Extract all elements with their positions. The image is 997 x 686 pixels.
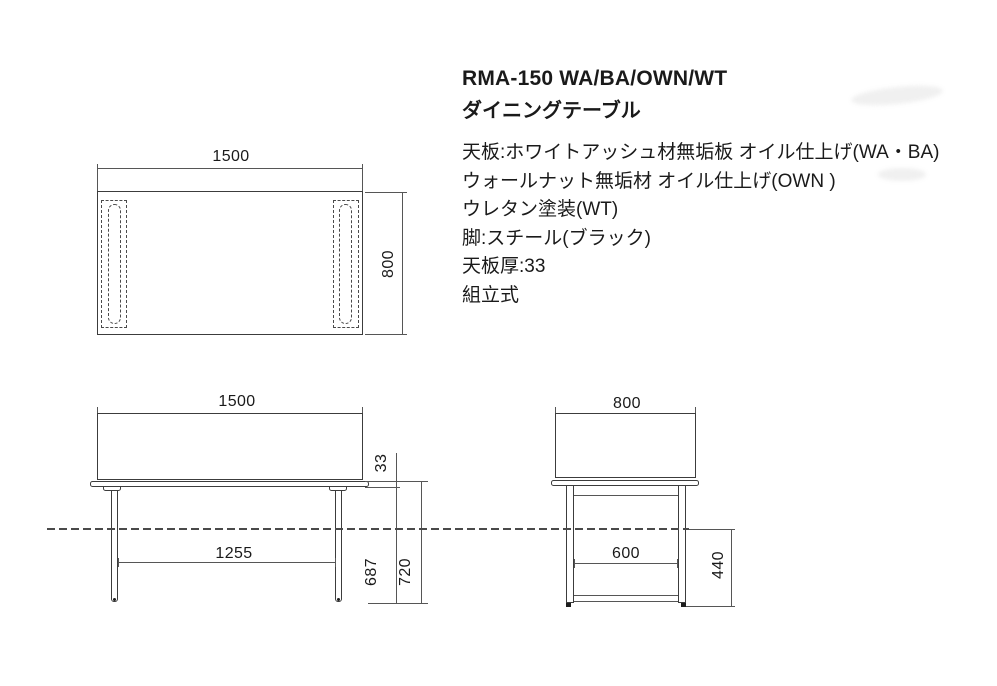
dimension-tick: [677, 559, 678, 568]
dim-label-top-depth: 800: [380, 250, 397, 278]
dimension-line: [574, 563, 678, 564]
spec-line-urethane: ウレタン塗装(WT): [462, 199, 619, 221]
scan-artifact: [878, 168, 926, 181]
reference-dashed-line: [47, 528, 689, 530]
leg-front-left: [111, 490, 118, 602]
dimension-tick: [555, 407, 556, 416]
spec-block: RMA-150 WA/BA/OWN/WT ダイニングテーブル 天板:ホワイトアッ…: [462, 67, 939, 311]
leg-frame-hidden-left-outer: [101, 200, 127, 328]
spec-lines: 天板:ホワイトアッシュ材無垢板 オイル仕上げ(WA・BA) ウォールナット無垢材…: [462, 139, 939, 311]
adjuster-foot: [681, 603, 686, 607]
dimension-tick: [695, 407, 696, 416]
dim-label-side-depth: 800: [613, 395, 641, 412]
spec-line-top-thickness: 天板厚:33: [462, 256, 546, 278]
tabletop-side-outline: [555, 413, 696, 478]
leg-frame-hidden-left-inner: [108, 204, 121, 324]
dimension-line: [118, 562, 335, 563]
leg-front-right: [335, 490, 342, 602]
dim-label-leg-span-front: 1255: [215, 545, 253, 562]
dim-label-stretcher-height: 440: [710, 551, 727, 579]
spec-line-top-material: 天板:ホワイトアッシュ材無垢板 オイル仕上げ(WA・BA): [462, 142, 940, 163]
leg-frame-hidden-right-inner: [339, 204, 352, 324]
bottom-rail-line: [574, 595, 678, 596]
tabletop-edge-side: [551, 480, 699, 486]
dimension-tick: [335, 558, 336, 567]
spec-line-walnut: ウォールナット無垢材 オイル仕上げ(OWN ): [462, 170, 836, 192]
dim-label-total-height: 720: [397, 558, 414, 586]
dim-label-underside-height: 687: [363, 558, 380, 586]
leg-side-right: [678, 485, 686, 603]
extension-line: [688, 529, 735, 530]
tabletop-edge-front: [90, 481, 369, 487]
spec-line-assembly: 組立式: [462, 284, 520, 306]
extension-line: [97, 164, 98, 191]
dim-label-leg-span-side: 600: [612, 545, 640, 562]
product-name: ダイニングテーブル: [462, 100, 641, 122]
leg-side-left: [566, 485, 574, 603]
dim-label-top-thickness: 33: [373, 453, 390, 473]
dim-label-front-width: 1500: [218, 393, 256, 410]
tabletop-front-outline: [97, 413, 363, 480]
dimension-tick: [574, 559, 575, 568]
dimension-line: [97, 168, 363, 169]
dimension-line: [402, 192, 403, 335]
dimension-tick: [362, 407, 363, 416]
extension-line-floor: [368, 603, 428, 604]
leg-frame-hidden-right-outer: [333, 200, 359, 328]
extension-line: [365, 487, 400, 488]
spec-line-legs: 脚:スチール(ブラック): [462, 227, 651, 249]
dim-label-top-width: 1500: [212, 148, 250, 165]
extension-line-floor: [686, 606, 735, 607]
bottom-rail-line: [574, 601, 678, 602]
adjuster-foot: [566, 603, 571, 607]
dimension-tick: [97, 407, 98, 416]
adjuster-foot: [337, 598, 340, 601]
extension-line: [362, 164, 363, 191]
top-rail-line: [574, 495, 678, 496]
tabletop-plan-outline: [97, 191, 363, 335]
adjuster-foot: [113, 598, 116, 601]
dimension-line: [731, 529, 732, 607]
dimension-line: [421, 481, 422, 603]
extension-line: [365, 334, 407, 335]
product-model: RMA-150 WA/BA/OWN/WT: [462, 67, 728, 90]
dimension-tick: [118, 558, 119, 567]
extension-line: [365, 192, 407, 193]
